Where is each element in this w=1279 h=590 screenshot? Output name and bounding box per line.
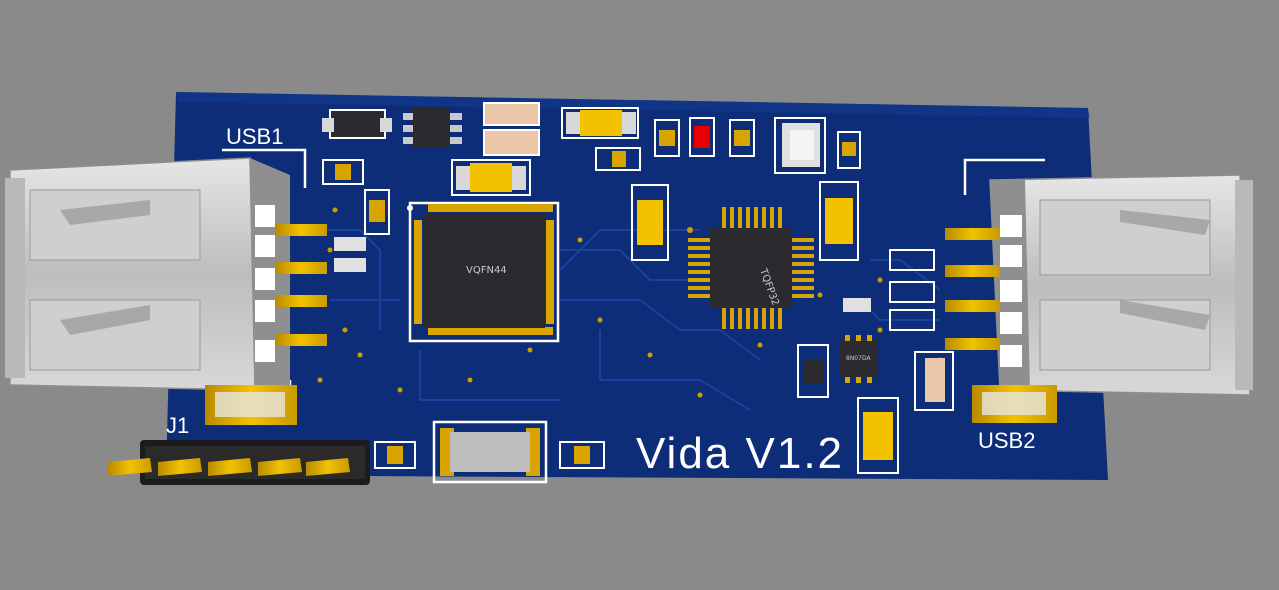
diode xyxy=(329,109,386,139)
usb1-connector xyxy=(5,157,290,391)
small-chip-marking: 8N07DA xyxy=(846,355,871,362)
crystal xyxy=(774,117,826,174)
vqfn44-marking: VQFN44 xyxy=(466,265,507,276)
yellow-cap-middle xyxy=(451,159,531,196)
beige-resistor xyxy=(914,351,954,411)
dark-component xyxy=(797,344,829,398)
small-chip xyxy=(840,340,878,378)
sot-regulator xyxy=(412,108,450,148)
beige-capacitor-top xyxy=(483,102,540,126)
tqfp32-leads xyxy=(688,207,814,329)
yellow-cap-top xyxy=(561,107,639,139)
yellow-cap-bottom-right xyxy=(857,397,899,474)
usb2-label: USB2 xyxy=(978,428,1035,453)
red-led xyxy=(689,117,715,157)
pin1-marker xyxy=(407,205,413,211)
bottom-fuse xyxy=(450,432,530,472)
pcb-vias xyxy=(317,207,943,398)
pcb-board xyxy=(166,92,1108,480)
vqfn44-silk-outline xyxy=(408,201,560,343)
usb2-connector xyxy=(989,174,1253,396)
board-title: Vida V1.2 xyxy=(636,429,844,478)
usb2-pins xyxy=(945,228,1000,350)
vqfn44-pads xyxy=(414,204,554,335)
pcb-board-shade xyxy=(176,92,1090,118)
usb1-label: USB1 xyxy=(226,124,283,149)
vqfn44-chip xyxy=(423,213,545,328)
yellow-cap-right-vertical xyxy=(819,181,859,261)
pcb-traces xyxy=(300,229,941,411)
usb1-pins xyxy=(275,224,327,346)
beige-capacitor-bottom xyxy=(483,129,540,156)
passive-components xyxy=(322,119,935,469)
tqfp32-chip xyxy=(710,228,792,308)
j1-pin-header xyxy=(108,440,370,485)
bottom-fuse-outline xyxy=(432,420,548,484)
yellow-cap-left-vertical xyxy=(631,184,669,261)
j1-label: J1 xyxy=(166,413,189,438)
